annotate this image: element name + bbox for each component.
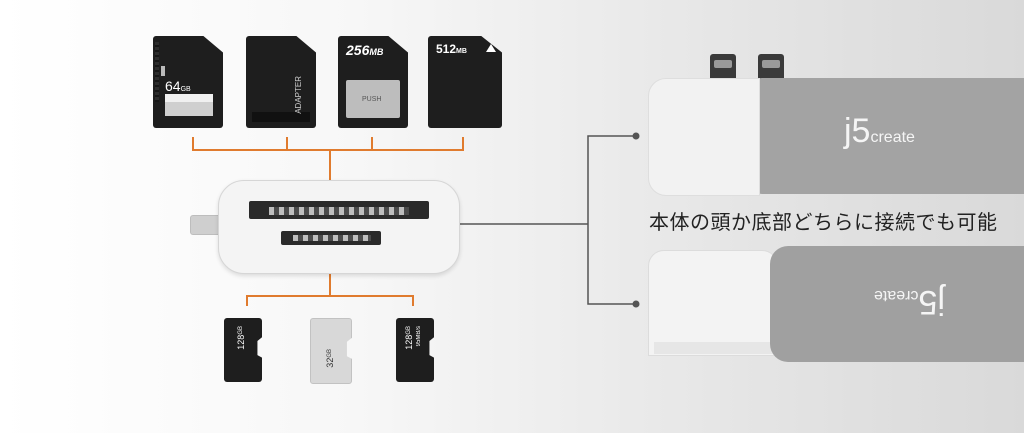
brand-j5: j5 xyxy=(844,112,871,150)
brand-logo-flipped: j5create xyxy=(874,282,945,321)
microsd-capacity: 128 xyxy=(404,334,414,350)
brand-logo: j5create xyxy=(844,112,915,151)
device-body xyxy=(770,246,1024,362)
host-device-top: j5create xyxy=(648,54,1024,196)
microsd-card-128gb-95mbs: 128GB 95MB/s xyxy=(396,318,434,382)
microsd-capacity: 32 xyxy=(325,357,335,368)
sd-card-unit: MB xyxy=(369,47,384,57)
sd-card-256mb: 256MB PUSH xyxy=(338,36,408,128)
card-contacts xyxy=(155,42,159,102)
adapter-slot xyxy=(252,112,310,122)
label-strip xyxy=(165,94,213,102)
sd-card-capacity: 256 xyxy=(346,42,370,58)
sd-card-adapter: ADAPTER xyxy=(246,36,316,128)
sd-card-unit: MB xyxy=(456,48,467,55)
microsd-unit: GB xyxy=(327,349,333,358)
brand-j5: j5 xyxy=(918,283,945,321)
usb-c-connector-1 xyxy=(710,54,736,80)
host-device-bottom: j5create xyxy=(648,246,1024,362)
caption-text: 本体の頭か底部どちらに接続でも可能 xyxy=(649,210,998,234)
sd-card-capacity: 512 xyxy=(436,42,457,56)
sd-slot-pins xyxy=(269,207,409,215)
card-reader xyxy=(218,180,460,274)
device-cap xyxy=(648,78,760,196)
microsd-unit: GB xyxy=(238,326,244,335)
sd-card-unit: GB xyxy=(180,86,191,93)
triangle-icon xyxy=(486,44,496,52)
microsd-slot xyxy=(281,231,381,245)
lock-switch-icon xyxy=(161,66,165,76)
brand-create: create xyxy=(870,129,915,146)
microsd-card-32gb: 32GB xyxy=(310,318,352,384)
microsd-card-128gb: 128GB xyxy=(224,318,262,382)
adapter-label: ADAPTER xyxy=(294,76,303,114)
microsd-unit: GB xyxy=(406,326,412,335)
cap-base xyxy=(654,342,776,354)
microsd-slot-pins xyxy=(293,235,371,241)
brand-create: create xyxy=(874,287,919,304)
device-cap xyxy=(648,250,778,356)
device-body xyxy=(744,78,1024,194)
microsd-speed: 95MB/s xyxy=(416,326,422,347)
microsd-capacity: 128 xyxy=(236,334,246,350)
sd-card-capacity: 64 xyxy=(165,78,181,94)
sd-slot xyxy=(249,201,429,219)
sd-card-512mb: 512MB xyxy=(428,36,502,128)
push-plate: PUSH xyxy=(346,80,400,118)
sd-card-64gb: 64GB xyxy=(153,36,223,128)
usb-c-connector-2 xyxy=(758,54,784,80)
push-label: PUSH xyxy=(362,96,382,103)
label-area xyxy=(165,102,213,116)
